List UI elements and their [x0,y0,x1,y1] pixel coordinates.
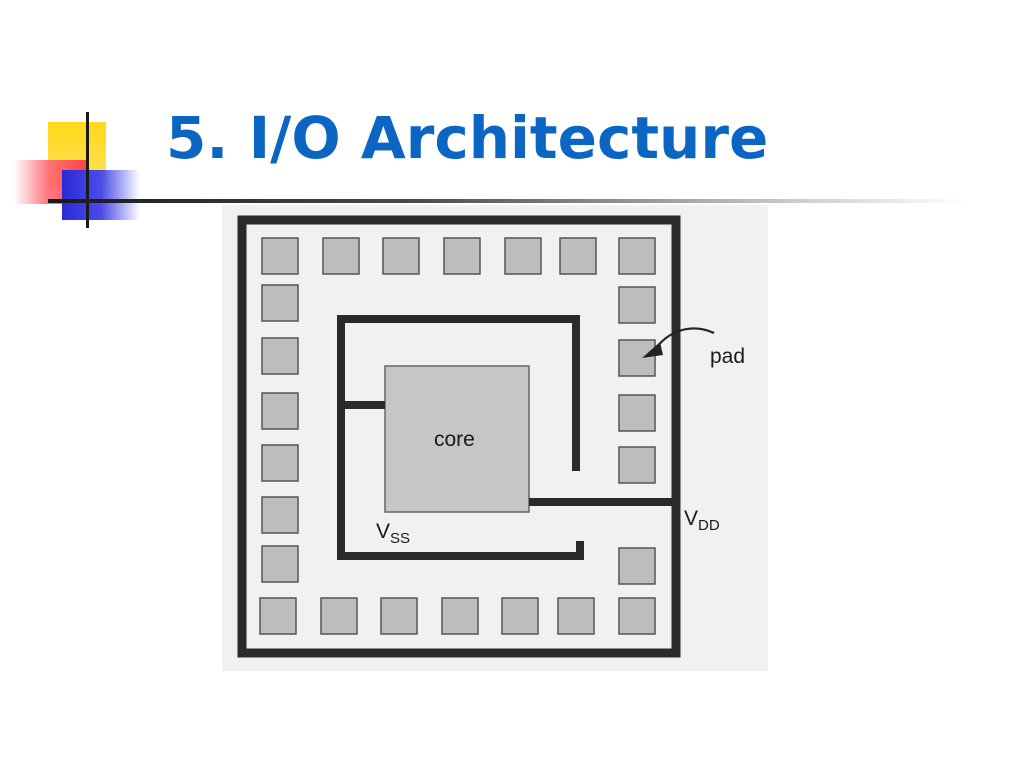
vss-label: VSS [376,520,411,547]
vdd-label-subscript: DD [698,517,720,534]
vss-label-subscript: SS [390,530,411,547]
pad [618,286,656,324]
pad-arrow-line [653,327,715,352]
pad [618,547,656,585]
pad [501,597,539,635]
vdd-label-main: V [684,507,699,530]
pad [322,237,360,275]
pad [261,237,299,275]
vss-label-main: V [376,520,391,543]
pad-row-top [261,237,656,275]
vss-ring-lower [337,405,584,560]
pad [320,597,358,635]
pad-column-left [261,284,299,583]
pad-arrow-head [642,342,663,358]
pad [618,446,656,484]
pad [618,237,656,275]
pad [382,237,420,275]
pad [443,237,481,275]
pad-label: pad [710,345,746,368]
pad [261,545,299,583]
pad [618,597,656,635]
pad [380,597,418,635]
title-divider [48,199,968,203]
pad [618,394,656,432]
pad [261,284,299,322]
pad [261,337,299,375]
logo-blue-square [62,170,140,220]
pad [259,597,297,635]
pad [559,237,597,275]
io-architecture-diagram: pad core VSS VDD [222,205,768,671]
vdd-label: VDD [684,507,720,534]
pad-highlighted [618,339,656,377]
core-block [384,365,530,513]
vss-ring-upper [337,315,580,471]
pad [557,597,595,635]
pad [261,444,299,482]
pad [261,496,299,534]
slide-title: 5. I/O Architecture [166,104,769,172]
chip-boundary [237,215,681,658]
diagram-canvas [237,215,715,658]
core-label: core [434,428,475,451]
pad [504,237,542,275]
pad-row-bottom [259,597,656,635]
logo-vertical-line [86,112,89,228]
pad [441,597,479,635]
pad [261,392,299,430]
pad-column-right [618,286,656,585]
